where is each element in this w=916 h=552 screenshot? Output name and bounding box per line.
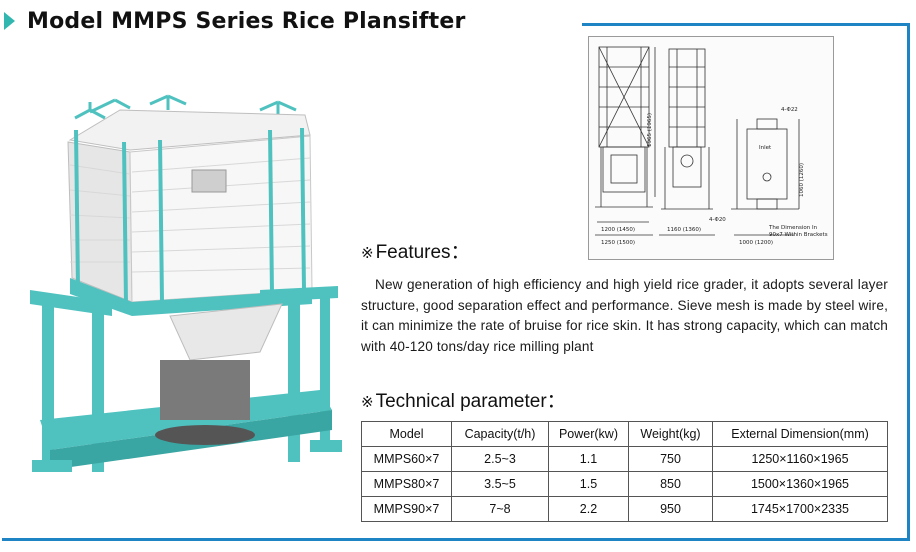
cell-capacity: 2.5~3 [451, 446, 549, 472]
table-row: MMPS60×7 2.5~3 1.1 750 1250×1160×1965 [361, 446, 888, 472]
page-header: Model MMPS Series Rice Plansifter [4, 6, 466, 36]
title-arrow-icon [4, 12, 15, 30]
drawing-holes1: 4-Φ22 [781, 107, 798, 113]
cell-power: 1.5 [548, 471, 629, 497]
features-heading: ※Features： [361, 237, 470, 264]
cell-model: MMPS60×7 [361, 446, 452, 472]
cell-power: 1.1 [548, 446, 629, 472]
cell-weight: 950 [628, 496, 713, 522]
cell-model: MMPS90×7 [361, 496, 452, 522]
drawing-dim-height1: 1965 (1965) [647, 113, 653, 147]
cell-dimension: 1500×1360×1965 [712, 471, 888, 497]
drawing-note-1: The Dimension In [768, 225, 818, 231]
drawing-note-2: 90x7 Within Brackets [769, 232, 828, 238]
drawing-dim-width1: 1200 (1450) [601, 227, 635, 233]
column-header-dimension: External Dimension(mm) [712, 421, 888, 447]
drawing-holes2: 4-Φ20 [709, 217, 726, 223]
technical-heading: ※Technical parameter： [361, 386, 566, 413]
cell-model: MMPS80×7 [361, 471, 452, 497]
technical-heading-text: Technical parameter [375, 391, 547, 412]
page-title: Model MMPS Series Rice Plansifter [27, 8, 466, 34]
plansifter-machine-image [30, 94, 342, 472]
cell-weight: 850 [628, 471, 713, 497]
cell-dimension: 1250×1160×1965 [712, 446, 888, 472]
table-row: MMPS80×7 3.5~5 1.5 850 1500×1360×1965 [361, 471, 888, 497]
column-header-power: Power(kw) [548, 421, 629, 447]
features-description: New generation of high efficiency and hi… [361, 277, 888, 354]
table-header-row: Model Capacity(t/h) Power(kw) Weight(kg)… [361, 421, 888, 447]
technical-mark: ※ [361, 393, 374, 411]
cell-power: 2.2 [548, 496, 629, 522]
drawing-dim-width4: 1000 (1200) [739, 240, 773, 246]
table-row: MMPS90×7 7~8 2.2 950 1745×1700×2335 [361, 496, 888, 522]
column-header-model: Model [361, 421, 452, 447]
cell-weight: 750 [628, 446, 713, 472]
drawing-dim-width3: 1160 (1360) [667, 227, 701, 233]
frame-border-right [907, 23, 910, 541]
technical-parameter-table: Model Capacity(t/h) Power(kw) Weight(kg)… [361, 421, 888, 522]
dimension-drawing: 1200 (1450) 1250 (1500) 1160 (1360) 1000… [588, 36, 834, 260]
technical-colon: ： [546, 391, 566, 412]
column-header-capacity: Capacity(t/h) [451, 421, 549, 447]
cell-dimension: 1745×1700×2335 [712, 496, 888, 522]
features-mark: ※ [361, 244, 374, 262]
cell-capacity: 3.5~5 [451, 471, 549, 497]
frame-border-top [582, 23, 910, 26]
features-colon: ： [450, 242, 470, 263]
drawing-dim-height2: 1060 (1260) [799, 163, 805, 197]
drawing-dim-width2: 1250 (1500) [601, 240, 635, 246]
drawing-inlet: Inlet [759, 145, 772, 151]
cell-capacity: 7~8 [451, 496, 549, 522]
frame-border-bottom [2, 538, 910, 541]
column-header-weight: Weight(kg) [628, 421, 713, 447]
features-heading-text: Features [375, 242, 451, 263]
